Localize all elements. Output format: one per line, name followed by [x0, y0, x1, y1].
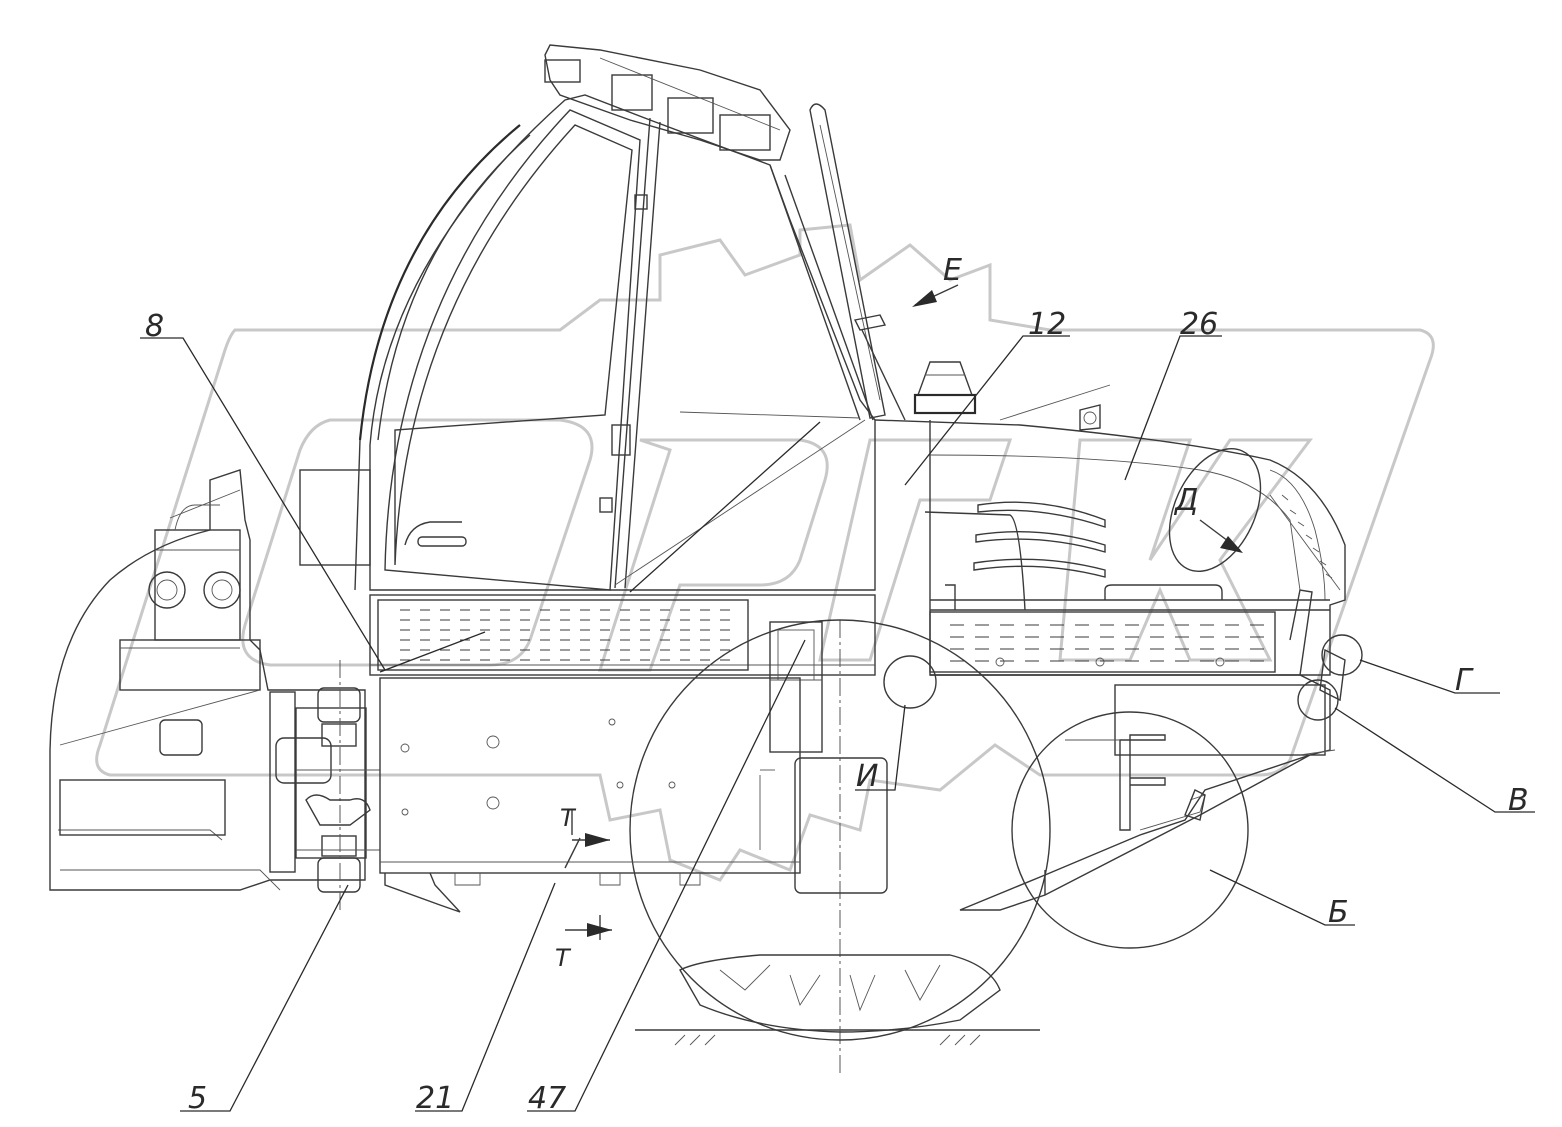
rear-frame — [379, 589, 1346, 913]
node-label-v: В — [1508, 783, 1529, 818]
node-label-g: Г — [1455, 663, 1474, 698]
view-arrow-d — [1199, 519, 1243, 553]
watermark-logo — [95, 223, 1435, 882]
callout-26: 26 — [1180, 307, 1218, 342]
side-platform — [369, 594, 1330, 753]
callout-5: 5 — [188, 1081, 207, 1116]
section-label-t2: Т — [555, 944, 572, 972]
grille-left — [400, 609, 730, 661]
engine-hood — [874, 384, 1346, 676]
view-arrow-e — [912, 284, 959, 307]
section-mark-bottom — [565, 915, 612, 940]
hinge-assembly — [269, 660, 380, 910]
callout-8: 8 — [145, 309, 164, 344]
wheel — [629, 619, 1051, 1041]
cabin — [299, 44, 977, 591]
front-frame — [49, 469, 366, 891]
node-label-b: Б — [1328, 895, 1349, 930]
view-label-e: Е — [943, 253, 962, 288]
detail-circle-g — [1321, 634, 1363, 676]
callout-12: 12 — [1028, 307, 1066, 342]
leader-lines — [140, 335, 1535, 1112]
grille-right — [950, 624, 1264, 662]
callout-21: 21 — [416, 1081, 454, 1116]
ground-line — [635, 1029, 1040, 1046]
detail-circle-i — [883, 655, 937, 709]
section-mark-top — [564, 810, 610, 869]
callout-47: 47 — [528, 1081, 566, 1116]
section-label-t1: Т — [560, 804, 577, 832]
detail-circle-v — [1297, 679, 1339, 721]
node-label-i: И — [856, 759, 878, 794]
detail-circle-b — [1011, 711, 1249, 949]
view-label-d: Д — [1173, 483, 1198, 518]
